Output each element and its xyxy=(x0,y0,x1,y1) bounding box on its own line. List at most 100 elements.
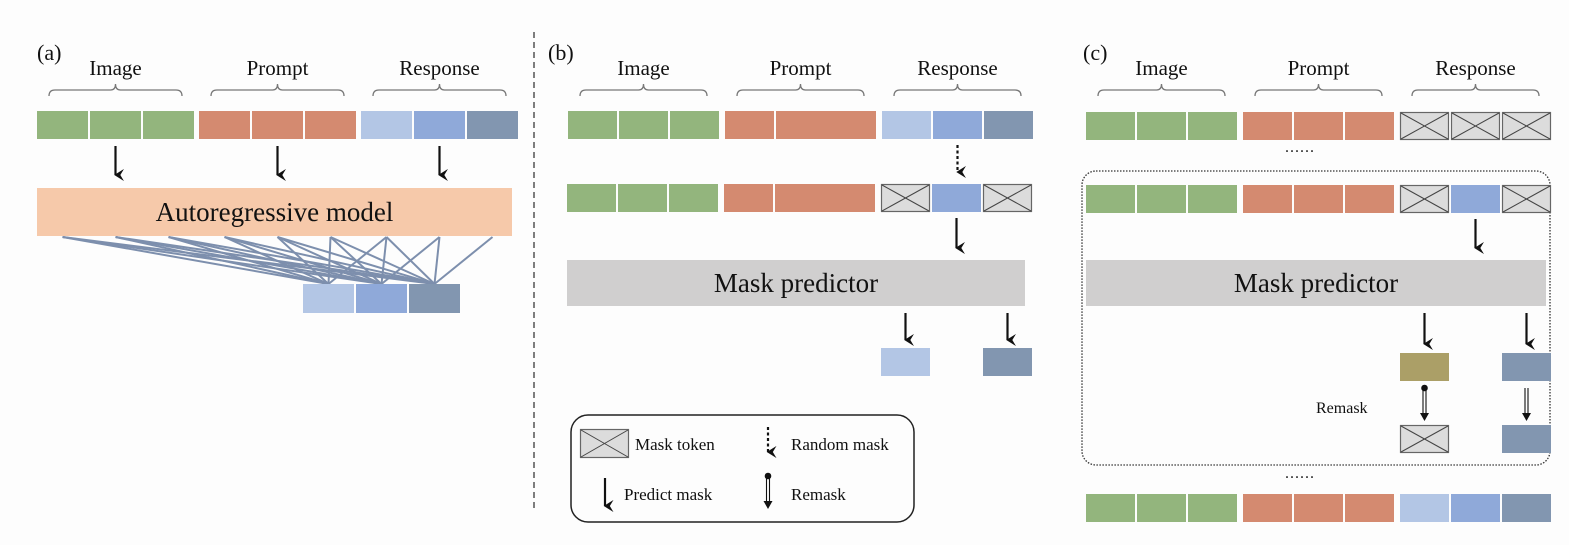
token-resp2 xyxy=(933,111,982,139)
segment-brace xyxy=(1254,83,1383,97)
token-image xyxy=(1188,494,1237,522)
segment-brace xyxy=(1411,83,1540,97)
token-resp3 xyxy=(467,111,518,139)
mask-predictor-box xyxy=(1086,260,1546,306)
token-prompt xyxy=(725,111,774,139)
segment-label-prompt: Prompt xyxy=(770,56,832,80)
segment-brace xyxy=(210,83,345,97)
token-row-masked xyxy=(567,183,1033,213)
segment-label-image: Image xyxy=(1135,56,1187,80)
segment-label-prompt: Prompt xyxy=(1288,56,1350,80)
token-resp1 xyxy=(303,284,354,313)
attention-line xyxy=(330,236,435,285)
token-image xyxy=(90,111,141,139)
token-row-input xyxy=(568,111,1033,139)
segment-label-response: Response xyxy=(1435,56,1516,80)
token-image xyxy=(1137,185,1186,213)
token-prompt xyxy=(1345,494,1394,522)
token-image xyxy=(1188,185,1237,213)
iteration-step-box xyxy=(1081,170,1551,466)
token-image xyxy=(1086,112,1135,140)
token-resp3 xyxy=(984,111,1033,139)
segment-brace xyxy=(736,83,865,97)
token-prompt xyxy=(1294,112,1343,140)
remask-arrow-icon xyxy=(763,472,773,509)
token-image xyxy=(567,184,616,212)
ellipsis-top: ...... xyxy=(1285,139,1315,156)
attention-line xyxy=(385,236,436,285)
token-mask xyxy=(1450,111,1501,141)
token-resp1 xyxy=(882,111,931,139)
token-prompt xyxy=(1243,185,1292,213)
token-image xyxy=(37,111,88,139)
token-predicted xyxy=(1502,353,1551,381)
token-mask xyxy=(1501,184,1552,214)
token-resp3 xyxy=(409,284,460,313)
causal-attention-lines xyxy=(62,236,494,285)
attention-line xyxy=(168,236,435,285)
attention-line xyxy=(277,236,435,285)
segment-label-response: Response xyxy=(917,56,998,80)
segment-label-response: Response xyxy=(399,56,480,80)
segment-label-prompt: Prompt xyxy=(247,56,309,80)
token-image xyxy=(1137,494,1186,522)
token-prompt xyxy=(1345,112,1394,140)
token-row-final xyxy=(1086,494,1551,522)
token-row-step xyxy=(1086,184,1552,214)
attention-line xyxy=(62,236,435,285)
legend: Mask token Random mask Predict mask Rema… xyxy=(570,414,915,523)
mask-predictor-label: Mask predictor xyxy=(714,268,878,298)
token-row-start xyxy=(1086,111,1552,141)
token-prompt xyxy=(724,184,773,212)
panel-a-label: (a) xyxy=(37,40,61,65)
legend-predict-mask: Predict mask xyxy=(624,485,713,504)
legend-box xyxy=(570,414,915,523)
token-image xyxy=(670,111,719,139)
token-resp2 xyxy=(932,184,981,212)
token-prompt xyxy=(1243,494,1292,522)
token-kept xyxy=(1502,425,1551,453)
token-image xyxy=(618,184,667,212)
token-mask xyxy=(1399,184,1450,214)
token-image xyxy=(1188,112,1237,140)
token-prompt-wide xyxy=(776,111,876,139)
autoregressive-model-box xyxy=(37,188,512,236)
token-image xyxy=(1086,494,1135,522)
legend-mask-token: Mask token xyxy=(635,435,715,454)
token-prompt xyxy=(305,111,356,139)
segment-brace xyxy=(893,83,1022,97)
legend-remask: Remask xyxy=(791,485,846,504)
token-prompt xyxy=(199,111,250,139)
token-resp2 xyxy=(1451,494,1500,522)
segment-brace xyxy=(48,83,183,97)
ellipsis-bottom: ...... xyxy=(1285,465,1315,482)
token-predicted xyxy=(983,348,1032,376)
token-image xyxy=(568,111,617,139)
segment-label-image: Image xyxy=(617,56,669,80)
attention-line xyxy=(115,236,435,285)
token-image xyxy=(669,184,718,212)
predicted-tokens xyxy=(1400,353,1551,381)
token-mask xyxy=(880,183,931,213)
tokens-after-remask xyxy=(1399,424,1551,454)
keep-token-arrow xyxy=(1522,388,1531,421)
token-row-output xyxy=(881,348,1032,376)
mask-token-icon xyxy=(579,428,630,459)
token-image xyxy=(619,111,668,139)
token-resp2 xyxy=(1451,185,1500,213)
token-resp2 xyxy=(414,111,465,139)
panel-b-label: (b) xyxy=(548,40,574,65)
token-prompt xyxy=(1345,185,1394,213)
token-prompt xyxy=(1294,185,1343,213)
token-mask xyxy=(1501,111,1552,141)
token-prompt xyxy=(1243,112,1292,140)
token-resp2 xyxy=(356,284,407,313)
token-mask xyxy=(1399,111,1450,141)
token-remasked xyxy=(1399,424,1450,454)
attention-line xyxy=(433,236,441,285)
remask-label: Remask xyxy=(1316,400,1368,417)
mask-predictor-label: Mask predictor xyxy=(1234,268,1398,298)
mask-predictor-box xyxy=(567,260,1025,306)
